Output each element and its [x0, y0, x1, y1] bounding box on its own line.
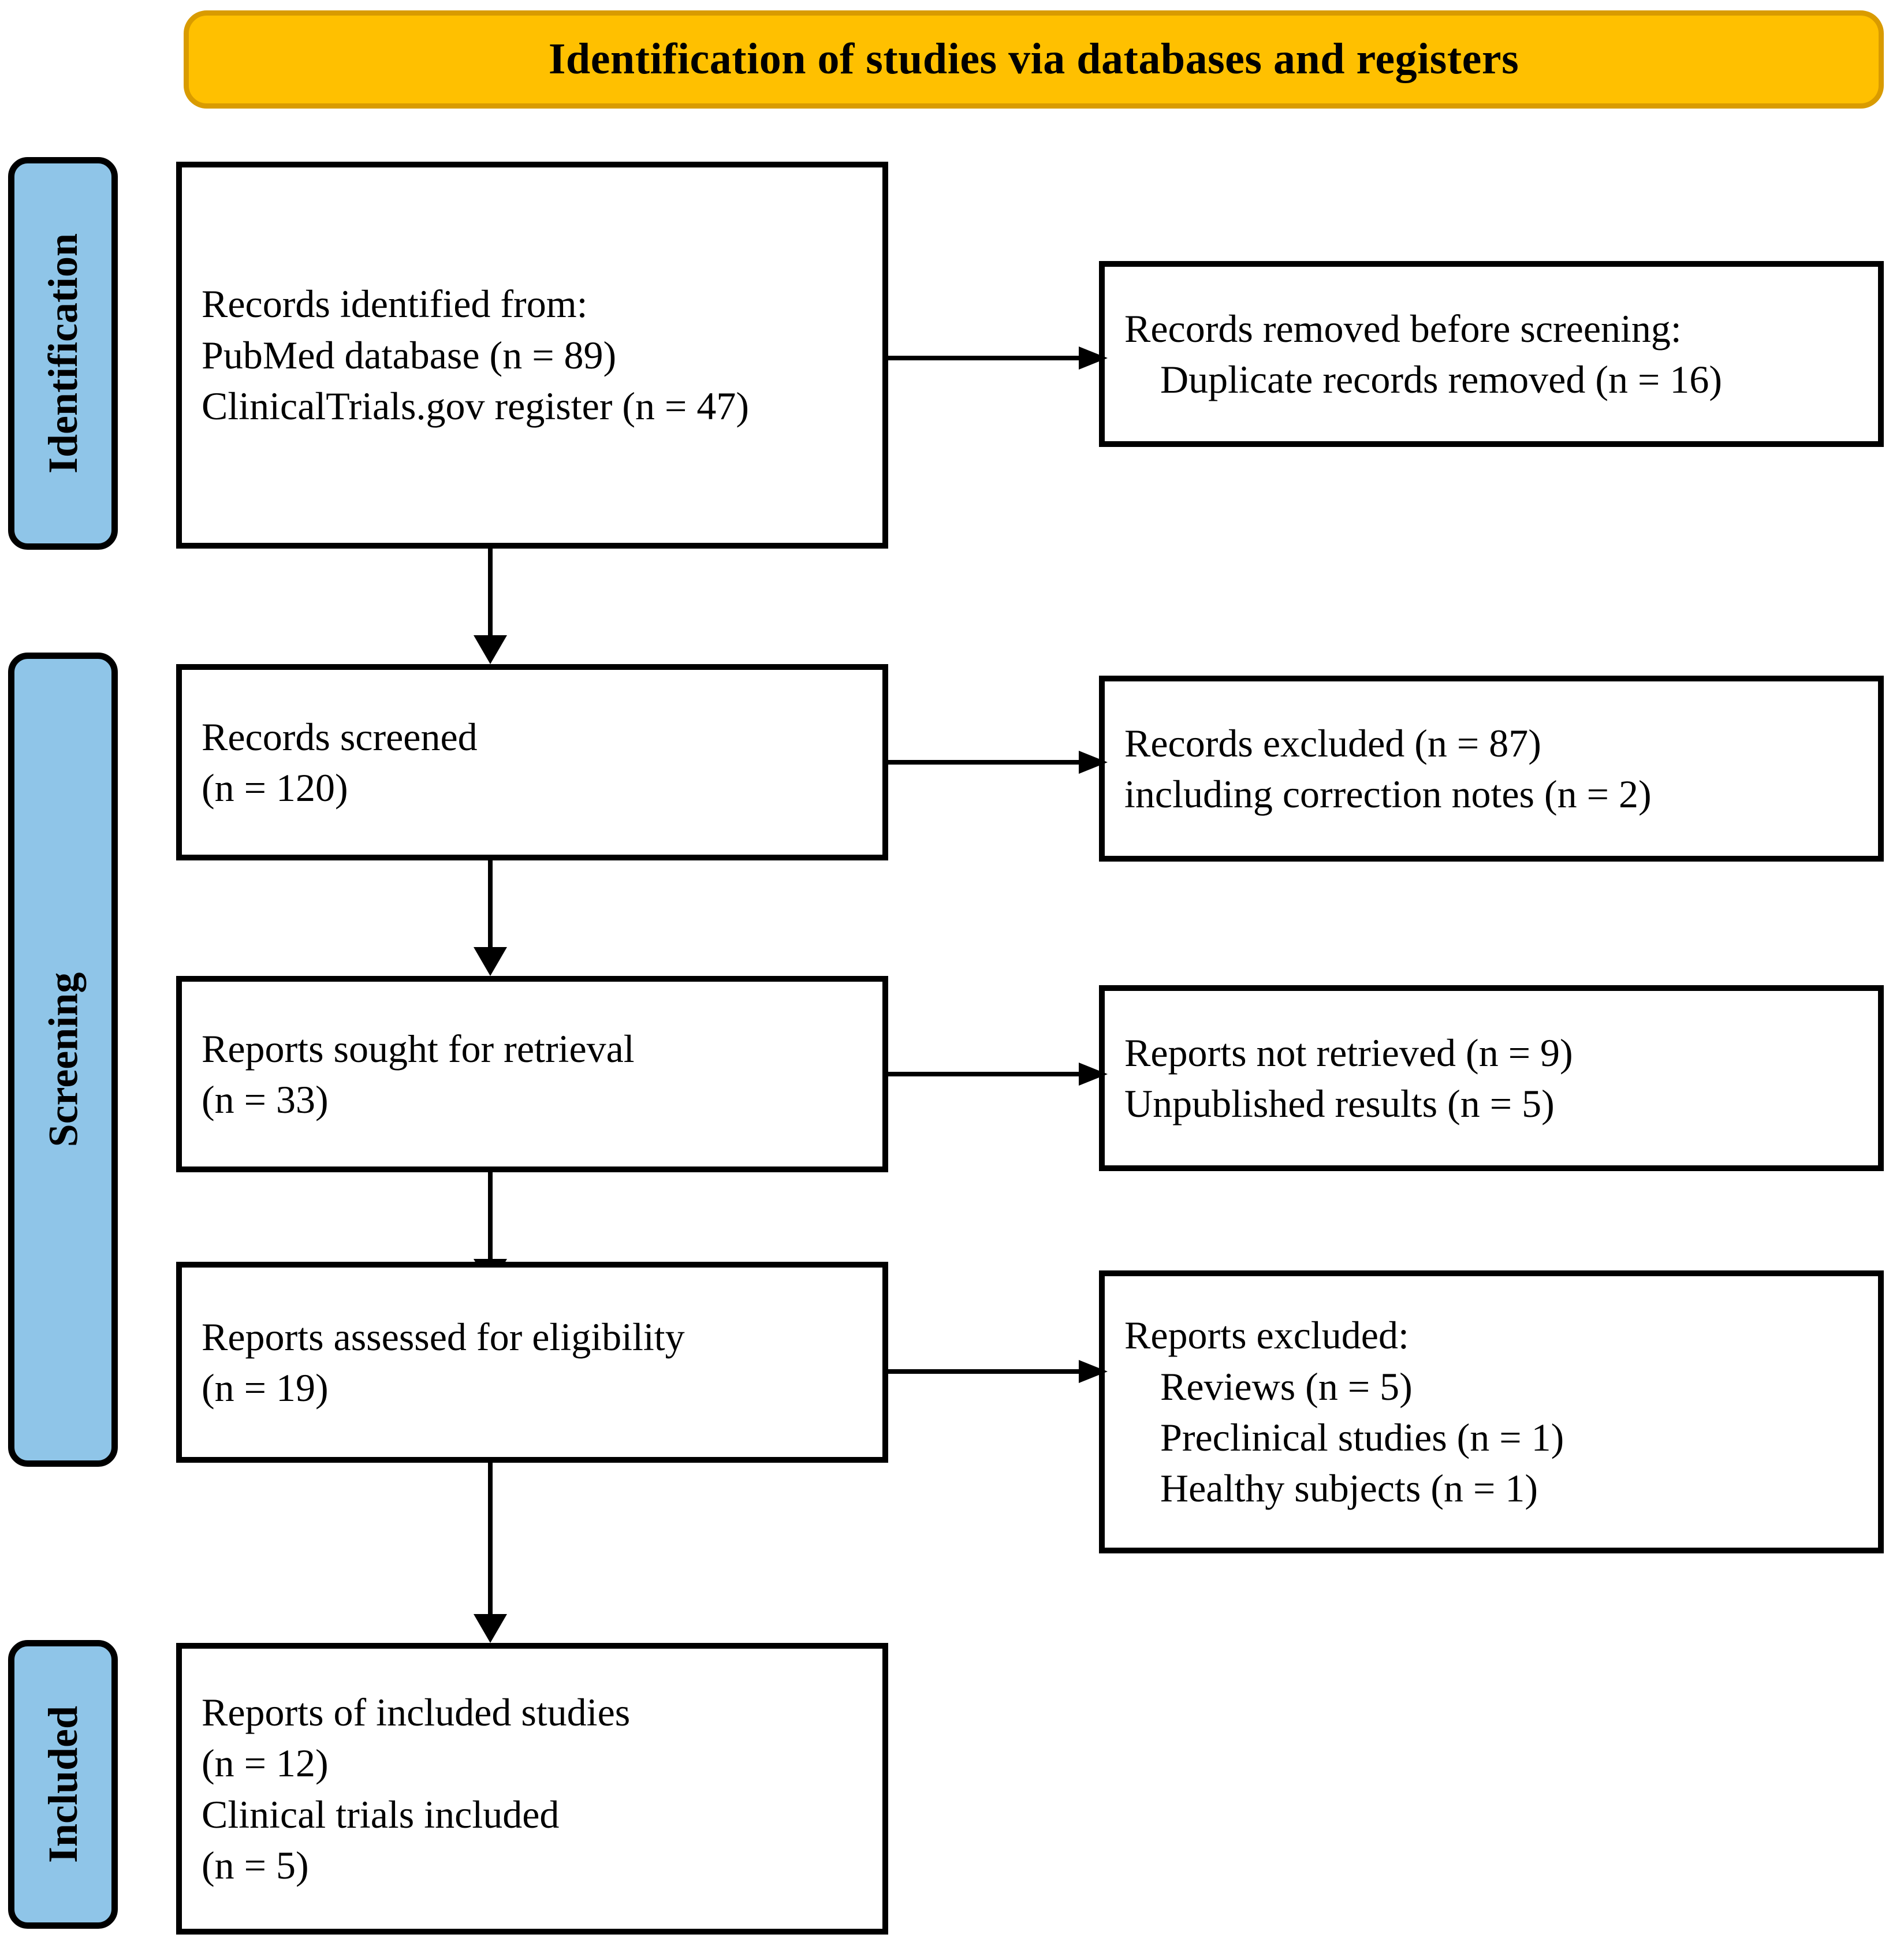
box-reports-assessed: Reports assessed for eligibility (n = 19… — [176, 1262, 888, 1463]
box-records-removed-line-2: Duplicate records removed (n = 16) — [1160, 357, 1722, 401]
stage-pill-identification: Identification — [8, 157, 118, 550]
box-included-studies-line-4: (n = 5) — [202, 1843, 309, 1887]
box-records-identified: Records identified from: PubMed database… — [176, 162, 888, 549]
stage-label-screening: Screening — [40, 972, 87, 1147]
diagram-title-banner: Identification of studies via databases … — [184, 10, 1884, 109]
box-reports-not-retrieved-line-2: Unpublished results (n = 5) — [1124, 1082, 1555, 1125]
box-records-screened-line-2: (n = 120) — [202, 766, 348, 810]
box-included-studies-line-1: Reports of included studies — [202, 1690, 631, 1734]
box-records-screened-line-1: Records screened — [202, 714, 478, 759]
box-reports-sought: Reports sought for retrieval (n = 33) — [176, 976, 888, 1172]
arrow-sought-to-not-retrieved — [888, 1063, 1108, 1086]
box-records-identified-line-1: Records identified from: — [202, 282, 588, 326]
diagram-title-text: Identification of studies via databases … — [548, 35, 1519, 84]
arrow-screened-to-sought — [474, 860, 507, 976]
stage-pill-screening: Screening — [8, 653, 118, 1467]
box-reports-not-retrieved: Reports not retrieved (n = 9) Unpublishe… — [1099, 985, 1884, 1171]
box-records-identified-line-3: ClinicalTrials.gov register (n = 47) — [202, 384, 750, 428]
box-included-studies-line-3: Clinical trials included — [202, 1792, 560, 1836]
box-records-screened: Records screened (n = 120) — [176, 664, 888, 860]
stage-label-included: Included — [40, 1705, 87, 1864]
box-records-identified-line-2: PubMed database (n = 89) — [202, 333, 617, 377]
box-reports-excluded-line-2: Reviews (n = 5) — [1160, 1364, 1413, 1408]
box-reports-excluded: Reports excluded: Reviews (n = 5) Precli… — [1099, 1270, 1884, 1553]
box-records-excluded: Records excluded (n = 87) including corr… — [1099, 676, 1884, 862]
box-reports-assessed-line-1: Reports assessed for eligibility — [202, 1314, 685, 1359]
arrow-identified-to-screened — [474, 549, 507, 664]
box-records-removed-line-1: Records removed before screening: — [1124, 306, 1682, 351]
stage-pill-included: Included — [8, 1640, 118, 1929]
arrow-screened-to-excluded — [888, 751, 1108, 774]
box-reports-sought-line-1: Reports sought for retrieval — [202, 1026, 635, 1071]
box-records-excluded-line-2: including correction notes (n = 2) — [1124, 772, 1652, 816]
box-reports-sought-line-2: (n = 33) — [202, 1078, 329, 1121]
box-records-excluded-line-1: Records excluded (n = 87) — [1124, 721, 1541, 765]
arrow-assessed-to-included — [474, 1463, 507, 1643]
stage-label-identification: Identification — [40, 233, 87, 474]
box-reports-excluded-line-3: Preclinical studies (n = 1) — [1160, 1415, 1564, 1459]
box-reports-assessed-line-2: (n = 19) — [202, 1366, 329, 1410]
box-reports-excluded-line-4: Healthy subjects (n = 1) — [1160, 1466, 1538, 1511]
box-included-studies-line-2: (n = 12) — [202, 1741, 329, 1786]
box-included-studies: Reports of included studies (n = 12) Cli… — [176, 1643, 888, 1935]
box-records-removed: Records removed before screening: Duplic… — [1099, 261, 1884, 447]
arrow-identified-to-removed — [888, 346, 1108, 370]
box-reports-not-retrieved-line-1: Reports not retrieved (n = 9) — [1124, 1030, 1573, 1075]
arrow-assessed-to-excluded — [888, 1360, 1108, 1383]
box-reports-excluded-line-1: Reports excluded: — [1124, 1313, 1409, 1358]
